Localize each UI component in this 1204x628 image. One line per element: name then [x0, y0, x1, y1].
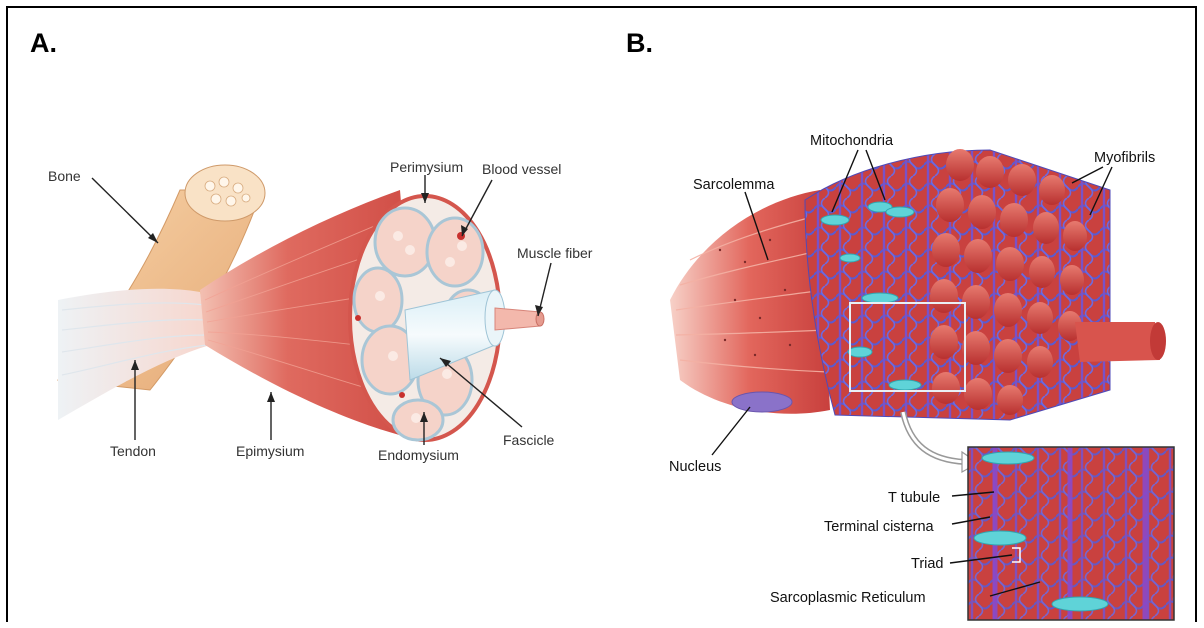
- label-triad: Triad: [911, 556, 944, 572]
- muscle-fiber-shape: [495, 308, 540, 330]
- label-myofibrils: Myofibrils: [1094, 150, 1155, 166]
- single-fiber: [1075, 322, 1160, 362]
- label-fascicle: Fascicle: [503, 432, 555, 448]
- leader-nucleus: [712, 407, 750, 455]
- panel-b-illustration: [670, 149, 1174, 620]
- label-nucleus: Nucleus: [669, 459, 721, 475]
- nucleus-shape: [732, 392, 792, 412]
- label-terminal-cisterna: Terminal cisterna: [824, 519, 935, 535]
- panel-a-illustration: [58, 165, 544, 440]
- label-epimysium: Epimysium: [236, 443, 304, 459]
- label-perimysium: Perimysium: [390, 159, 463, 175]
- bone-end-cap: [185, 165, 265, 221]
- label-sarcoplasmic-reticulum: Sarcoplasmic Reticulum: [770, 590, 926, 606]
- label-t-tubule: T tubule: [888, 490, 940, 506]
- label-muscle-fiber: Muscle fiber: [517, 245, 593, 261]
- leader-bone: [92, 178, 158, 243]
- label-mitochondria: Mitochondria: [810, 133, 894, 149]
- label-endomysium: Endomysium: [378, 447, 459, 463]
- label-bone: Bone: [48, 168, 81, 184]
- label-sarcolemma: Sarcolemma: [693, 177, 775, 193]
- leader-myofibrils-1: [1072, 167, 1103, 183]
- label-blood-vessel: Blood vessel: [482, 161, 561, 177]
- label-tendon: Tendon: [110, 443, 156, 459]
